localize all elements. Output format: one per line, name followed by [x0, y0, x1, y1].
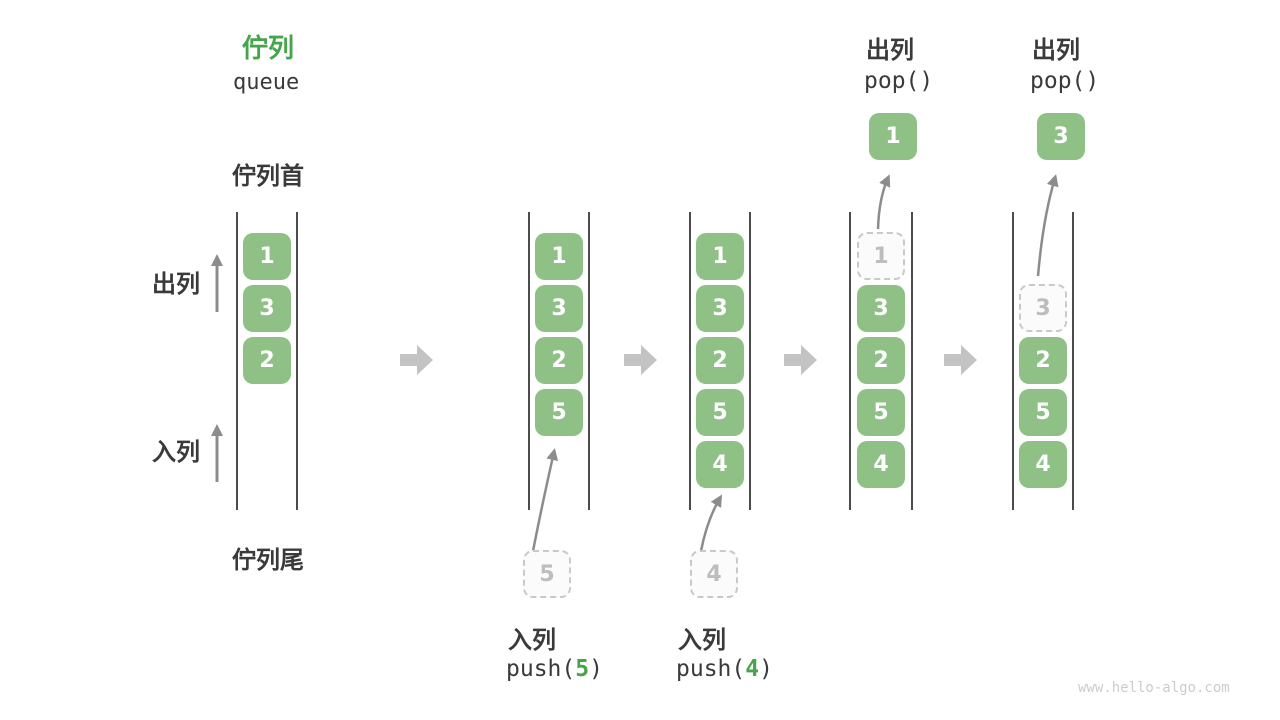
queue-cell: 3 [696, 285, 744, 332]
pending-enqueue-cell: 4 [690, 550, 738, 598]
queue-cell: 5 [857, 389, 905, 436]
popped-cell: 3 [1037, 113, 1085, 160]
queue-rear-label: 佇列尾 [232, 547, 304, 574]
queue5-left-wall [1012, 212, 1014, 510]
queue1-left-wall [236, 212, 238, 510]
push-operation-code: push(4) [676, 656, 773, 682]
page-subtitle: queue [233, 70, 300, 95]
queue-cell: 2 [857, 337, 905, 384]
queue-front-label: 佇列首 [232, 163, 304, 190]
code-text: ) [759, 656, 773, 682]
queue2-left-wall [528, 212, 530, 510]
code-text: push( [506, 656, 576, 682]
dequeue-label: 出列 [152, 271, 200, 298]
push-operation-code: push(5) [506, 656, 603, 682]
pop-operation-label: 出列 [866, 37, 914, 64]
flow-arrow-icon [784, 345, 817, 375]
queue-cell: 4 [857, 441, 905, 488]
push-argument: 4 [745, 656, 760, 682]
flow-arrow-icon [624, 345, 657, 375]
queue-cell: 3 [857, 285, 905, 332]
flow-arrow-icon [944, 345, 977, 375]
queue-cell: 3 [243, 285, 291, 332]
queue1-right-wall [296, 212, 298, 510]
push-operation-label: 入列 [678, 627, 726, 654]
queue4-left-wall [849, 212, 851, 510]
queue-cell: 1 [696, 233, 744, 280]
removed-cell-ghost: 1 [857, 232, 905, 280]
pop-3-arrow-icon [1036, 174, 1059, 277]
queue-cell: 5 [535, 389, 583, 436]
queue-cell: 5 [696, 389, 744, 436]
page-title: 佇列 [242, 33, 295, 63]
enqueue-4-arrow-icon [699, 494, 723, 552]
queue-cell: 2 [1019, 337, 1067, 384]
queue2-right-wall [588, 212, 590, 510]
queue-cell: 2 [243, 337, 291, 384]
queue-cell: 3 [535, 285, 583, 332]
pop-operation-code: pop() [864, 68, 934, 94]
pop-1-arrow-icon [876, 174, 891, 230]
queue-cell: 1 [535, 233, 583, 280]
queue-cell: 1 [243, 233, 291, 280]
queue-cell: 2 [696, 337, 744, 384]
queue3-left-wall [689, 212, 691, 510]
enqueue-label: 入列 [152, 439, 200, 466]
pop-operation-label: 出列 [1032, 37, 1080, 64]
code-text: ) [589, 656, 603, 682]
removed-cell-ghost: 3 [1019, 284, 1067, 332]
code-text: push( [676, 656, 746, 682]
queue-cell: 5 [1019, 389, 1067, 436]
queue-cell: 4 [696, 441, 744, 488]
site-watermark: www.hello-algo.com [1078, 680, 1230, 696]
queue4-right-wall [911, 212, 913, 510]
queue5-right-wall [1072, 212, 1074, 510]
push-operation-label: 入列 [508, 627, 556, 654]
pop-operation-code: pop() [1030, 68, 1100, 94]
push-argument: 5 [575, 656, 590, 682]
queue-cell: 4 [1019, 441, 1067, 488]
enqueue-5-arrow-icon [531, 448, 559, 552]
queue3-right-wall [749, 212, 751, 510]
queue-cell: 2 [535, 337, 583, 384]
pending-enqueue-cell: 5 [523, 550, 571, 598]
popped-cell: 1 [869, 113, 917, 160]
flow-arrow-icon [400, 345, 433, 375]
